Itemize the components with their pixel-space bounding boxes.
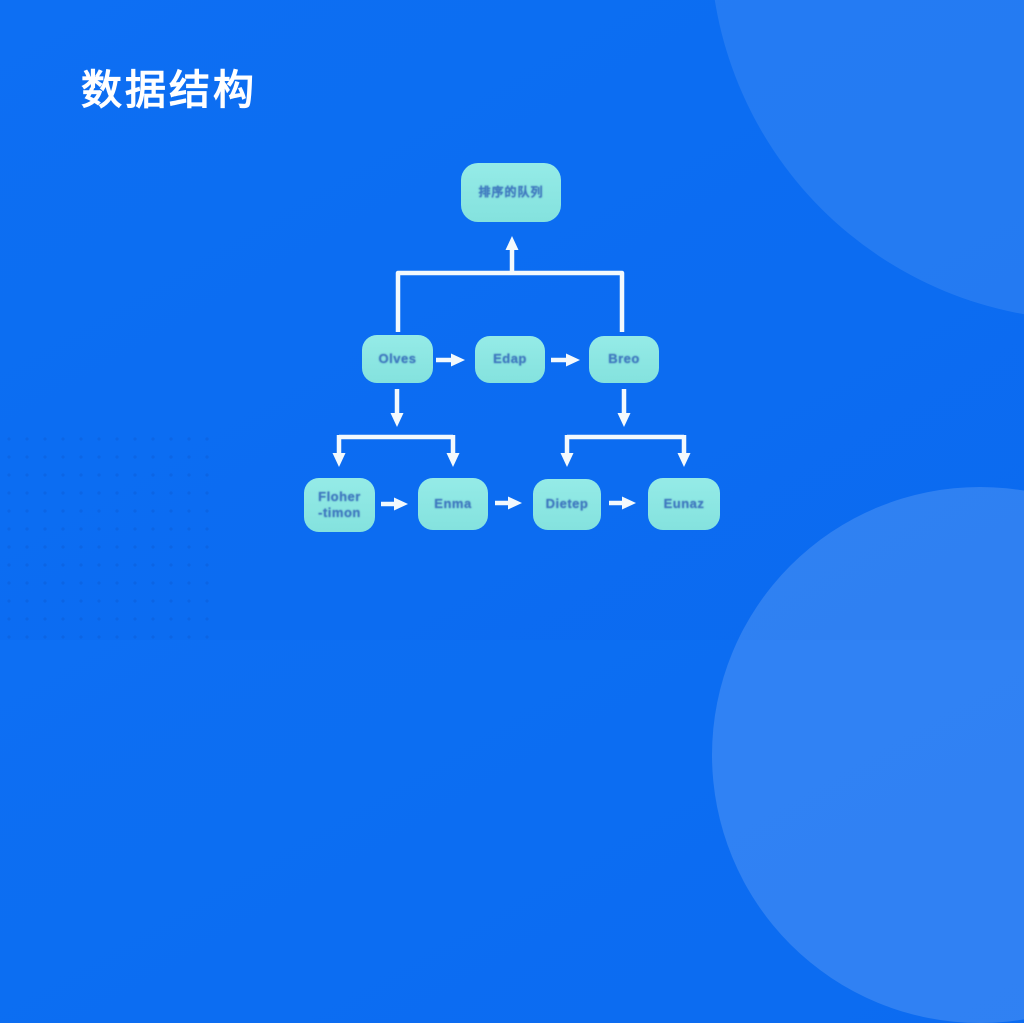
node-mid-olves: Olves	[362, 335, 433, 383]
node-label-line2: -timon	[318, 505, 361, 520]
node-label: Dietep	[545, 496, 589, 512]
node-label: Enma	[434, 495, 472, 511]
node-label: Edap	[493, 351, 527, 367]
node-bottom-eunaz: Eunaz	[648, 478, 720, 530]
node-root: 排序的队列	[461, 163, 561, 222]
node-label: Breo	[608, 351, 640, 367]
slide-title: 数据结构	[81, 67, 257, 113]
node-bottom-enma: Enma	[418, 478, 488, 530]
node-label-line1: Floher	[318, 488, 361, 504]
node-mid-breo: Breo	[589, 336, 659, 383]
node-label: Eunaz	[663, 495, 705, 511]
node-mid-edap: Edap	[475, 336, 545, 383]
flow-diagram: 排序的队列 Olves Edap Breo Floher -timon Enma…	[304, 163, 720, 532]
node-bottom-dietep: Dietep	[533, 479, 601, 530]
node-bottom-floher: Floher -timon	[304, 478, 375, 532]
node-root-label: 排序的队列	[478, 185, 544, 199]
connector-root-bracket	[395, 270, 625, 332]
node-label: Olves	[378, 350, 417, 366]
slide-background: { "slide": { "title": "数据结构" }, "palette…	[0, 0, 1024, 640]
connector-lines	[332, 236, 691, 511]
